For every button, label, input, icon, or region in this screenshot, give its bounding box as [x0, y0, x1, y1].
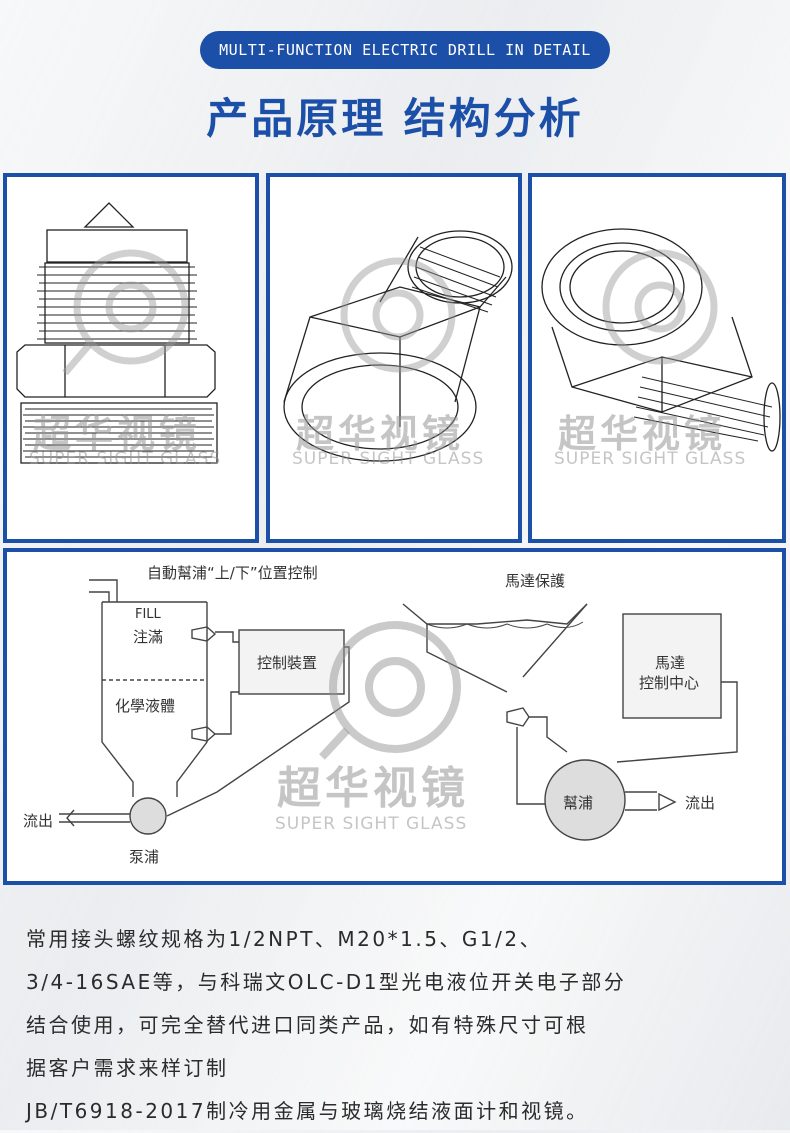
fitting-rear-view-drawing [541, 228, 781, 452]
fitting-iso-view-panel: 超华视镜 SUPER SIGHT GLASS [266, 173, 522, 543]
watermark-en: SUPER SIGHT GLASS [554, 449, 747, 469]
description: 常用接头螺纹规格为1/2NPT、M20*1.5、G1/2、 3/4-16SAE等… [26, 918, 776, 1133]
pump-left-label: 泵浦 [129, 848, 160, 866]
watermark-cn: 超华视镜 [558, 412, 727, 456]
controller-label: 控制裝置 [257, 654, 318, 672]
diagram-title: 自動幫浦“上/下”位置控制 [147, 564, 318, 582]
banner: MULTI-FUNCTION ELECTRIC DRILL IN DETAIL [200, 31, 610, 69]
page-title: 产品原理 结构分析 [206, 94, 584, 143]
fitting-side-view-panel: 超华视镜 SUPER SIGHT GLASS [3, 173, 259, 543]
fitting-iso-view-drawing [283, 230, 513, 462]
description-line: 3/4-16SAE等，与科瑞文OLC-D1型光电液位开关电子部分 [26, 970, 627, 994]
motor-center-label-1: 馬達 [655, 654, 686, 672]
description-line: JB/T6918-2017制冷用金属与玻璃烧结液面计和视镜。 [26, 1099, 589, 1123]
watermark-en: SUPER SIGHT GLASS [292, 449, 485, 469]
motor-protect-label: 馬達保護 [505, 572, 566, 590]
watermark-cn: 超华视镜 [277, 763, 469, 814]
watermark-en: SUPER SIGHT GLASS [275, 814, 468, 834]
watermark-cn: 超华视镜 [296, 412, 465, 456]
chemical-label: 化學液體 [115, 697, 176, 715]
pump-control-diagram [59, 579, 738, 841]
description-line: 据客户需求来样订制 [26, 1056, 229, 1080]
outflow-right-label: 流出 [685, 794, 716, 812]
watermark-en: SUPER SIGHT GLASS [29, 449, 222, 469]
pump-control-diagram-panel: 自動幫浦“上/下”位置控制 FILL 注滿 控制裝置 化學液體 流出 泵浦 馬達… [3, 548, 786, 885]
description-line: 常用接头螺纹规格为1/2NPT、M20*1.5、G1/2、 [26, 927, 543, 951]
description-line: 结合使用，可完全替代进口同类产品，如有特殊尺寸可根 [26, 1013, 589, 1037]
fitting-rear-view-panel: 超华视镜 SUPER SIGHT GLASS [528, 173, 786, 543]
pump-right-label: 幫浦 [563, 794, 594, 812]
motor-center-label-2: 控制中心 [639, 674, 700, 692]
fill-cn-label: 注滿 [133, 628, 164, 646]
fitting-side-view-drawing [16, 202, 218, 464]
fill-label: FILL [135, 607, 161, 622]
watermark-cn: 超华视镜 [33, 412, 202, 456]
outflow-left-label: 流出 [23, 812, 54, 830]
